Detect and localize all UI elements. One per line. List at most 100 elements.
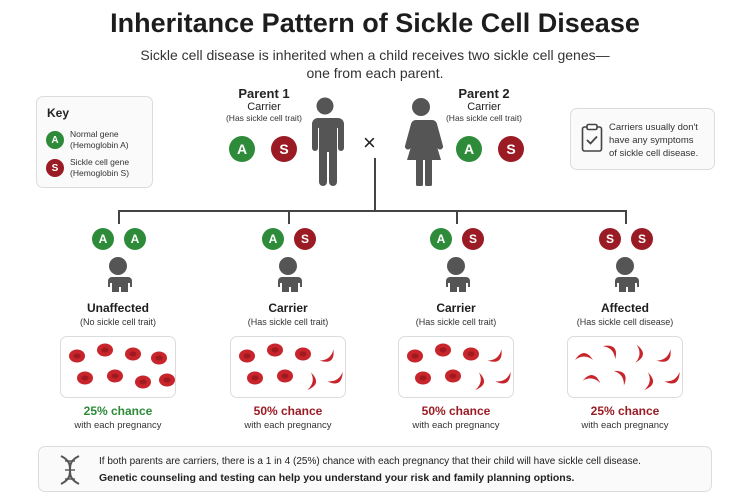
- gene-badge: S: [271, 136, 297, 162]
- subtitle: Sickle cell disease is inherited when a …: [0, 46, 750, 82]
- key-normal-label: Normal gene: [70, 129, 119, 139]
- bottom-line-2: Genetic counseling and testing can help …: [99, 472, 575, 484]
- parent-1-genes: A S: [229, 136, 297, 162]
- gene-badge: S: [498, 136, 524, 162]
- chance-percent: 50% chance: [421, 404, 491, 418]
- parent-2-note: (Has sickle cell trait): [445, 113, 523, 123]
- blood-cell-box: [60, 336, 176, 398]
- cell-center: [101, 347, 109, 353]
- connector-drop: [288, 210, 290, 224]
- key-normal-sublabel: (Hemoglobin A): [70, 140, 129, 150]
- subtitle-line-2: one from each parent.: [306, 65, 444, 81]
- female-parent-icon: [404, 98, 444, 186]
- cell-center: [299, 351, 307, 357]
- baby-icon: [108, 257, 132, 292]
- child-label-block: Unaffected (No sickle cell trait): [43, 301, 193, 327]
- chance-percent: 25% chance: [83, 404, 153, 418]
- child-note: (No sickle cell trait): [79, 317, 156, 327]
- gene-badge: A: [430, 228, 452, 250]
- child-label: Carrier: [436, 301, 476, 315]
- sickle-cell: [495, 371, 511, 384]
- cell-center: [243, 353, 251, 359]
- blood-cell-box: [230, 336, 346, 398]
- cell-center: [251, 375, 259, 381]
- cell-center: [419, 375, 427, 381]
- parent-2-status: Carrier: [467, 101, 501, 113]
- cell-center: [467, 351, 475, 357]
- blood-cell-box: [567, 336, 683, 398]
- chance-percent: 50% chance: [253, 404, 323, 418]
- connector-drop: [456, 210, 458, 224]
- blood-cell-box: [398, 336, 514, 398]
- clipboard-icon: [581, 123, 603, 152]
- gene-badge: A: [124, 228, 146, 250]
- baby-icon: [278, 257, 302, 292]
- cell-center: [139, 379, 147, 385]
- sickle-cell: [487, 349, 502, 362]
- parent-1-status: Carrier: [247, 101, 281, 113]
- connector-drop: [118, 210, 120, 224]
- baby-icon: [615, 257, 639, 292]
- cell-center: [411, 353, 419, 359]
- sickle-cell: [319, 349, 334, 362]
- gene-badge: A: [92, 228, 114, 250]
- page-title: Inheritance Pattern of Sickle Cell Disea…: [110, 8, 640, 38]
- chance-percent: 25% chance: [590, 404, 660, 418]
- gene-badge: A: [229, 136, 255, 162]
- child-label-block: Carrier(Has sickle cell trait): [213, 301, 363, 327]
- key-sickle-sublabel: (Hemoglobin S): [70, 168, 130, 178]
- cell-center: [155, 355, 163, 361]
- parent-1-note: (Has sickle cell trait): [225, 113, 303, 123]
- child-note: (Has sickle cell disease): [576, 317, 674, 327]
- key-title: Key: [47, 106, 70, 120]
- sickle-cell: [613, 370, 626, 386]
- dna-icon: [60, 455, 80, 485]
- key-box: Key A Normal gene (Hemoglobin A) S Sickl…: [36, 96, 153, 188]
- child-label: Unaffected: [86, 301, 149, 315]
- cell-center: [449, 373, 457, 379]
- connector-vertical: [374, 158, 376, 210]
- parent-2-labels: Parent 2 Carrier (Has sickle cell trait): [424, 86, 544, 123]
- child-label-block: Affected(Has sickle cell disease): [550, 301, 700, 327]
- sickle-cell: [575, 353, 593, 360]
- baby-icon: [446, 257, 470, 292]
- sickle-cell: [656, 349, 671, 362]
- cell-center: [73, 353, 81, 359]
- gene-badge: A: [262, 228, 284, 250]
- parent-2-genes: A S: [456, 136, 524, 162]
- key-item-normal: A Normal gene (Hemoglobin A): [46, 129, 129, 151]
- blood-cells: [575, 344, 680, 390]
- key-item-sickle: S Sickle cell gene (Hemoglobin S): [46, 157, 129, 179]
- sickle-cell: [582, 375, 601, 384]
- blood-cells: [407, 343, 511, 390]
- chance-per: with each pregnancy: [581, 420, 669, 431]
- cell-center: [81, 375, 89, 381]
- child-note: (Has sickle cell trait): [415, 317, 497, 327]
- note-line-2: have any symptoms: [609, 135, 694, 146]
- cell-center: [163, 377, 171, 383]
- sickle-cell: [327, 371, 343, 384]
- cross-symbol: ×: [363, 130, 376, 155]
- sickle-cell: [635, 344, 643, 363]
- chance-block: 25% chance with each pregnancy: [550, 404, 700, 431]
- key-sickle-label: Sickle cell gene: [70, 157, 130, 167]
- child-label-block: Carrier (Has sickle cell trait): [381, 301, 531, 327]
- cell-center: [271, 347, 279, 353]
- child-label: Carrier: [268, 301, 308, 315]
- cell-center: [439, 347, 447, 353]
- sickle-cell: [475, 372, 484, 390]
- cell-center: [111, 373, 119, 379]
- gene-badge: A: [456, 136, 482, 162]
- carrier-note-box: Carriers usually don't have any symptoms…: [570, 108, 715, 170]
- sickle-cell: [644, 372, 653, 390]
- sickle-gene-badge: S: [46, 159, 64, 177]
- connector-drop: [625, 210, 627, 224]
- parent-2-title: Parent 2: [458, 86, 510, 101]
- sickle-cell: [602, 345, 616, 360]
